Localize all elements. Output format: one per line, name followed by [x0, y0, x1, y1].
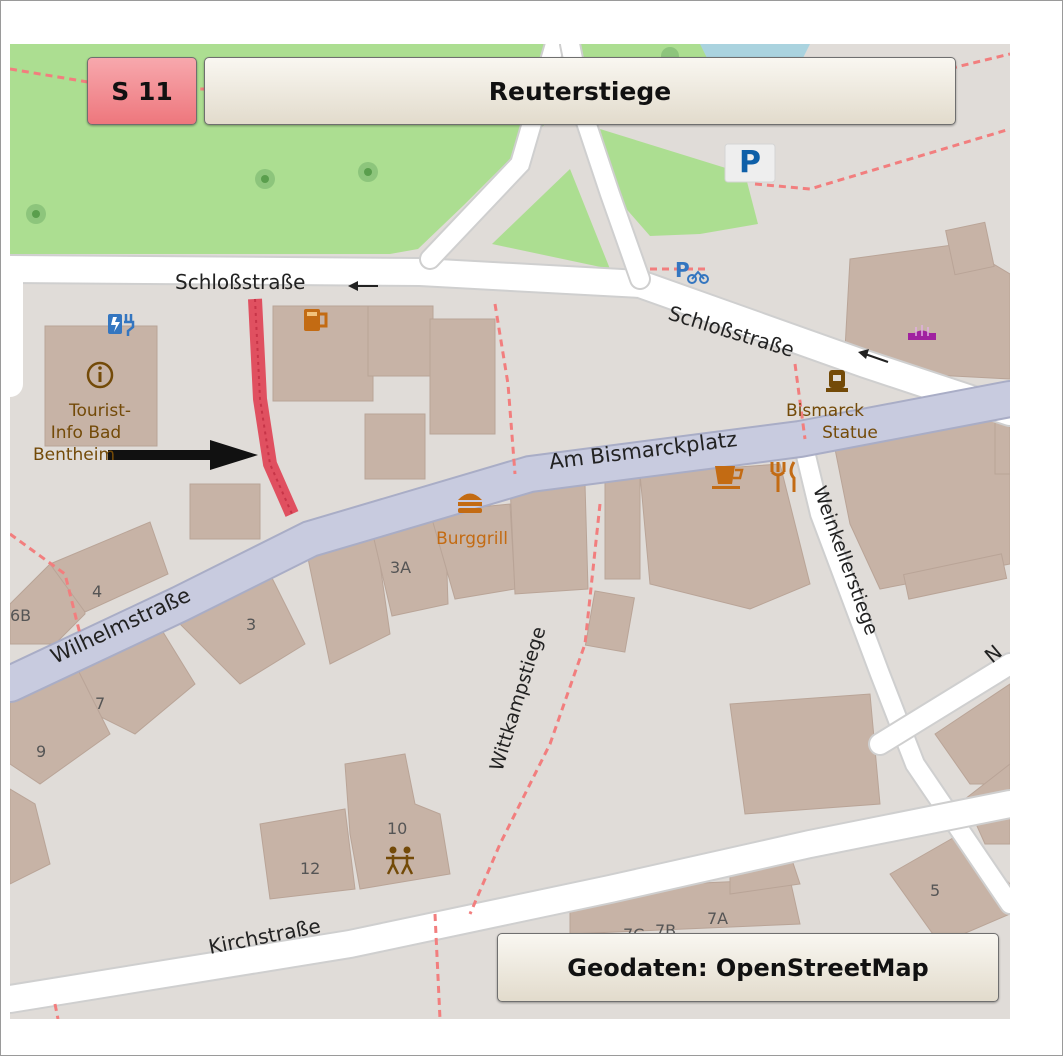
info-circle-icon[interactable]: [86, 361, 114, 389]
street-label-schlossstrasse-west: Schloßstraße: [175, 270, 305, 294]
stop-title-bar: Reuterstiege: [204, 57, 956, 125]
parking-icon[interactable]: P: [739, 145, 761, 180]
parking-lot: [724, 143, 776, 183]
beer-mug-icon[interactable]: [304, 309, 328, 331]
house-number: 7: [95, 694, 105, 713]
map-view[interactable]: Schloßstraße Schloßstraße Am Bismarckpla…: [10, 44, 1010, 1019]
house-number: 4: [92, 582, 102, 601]
house-number: 12: [300, 859, 320, 878]
route-badge: S 11: [87, 57, 197, 125]
house-number: 3A: [390, 558, 411, 577]
poi-label-tourist-info-2: Info Bad: [51, 423, 121, 443]
black-arrow-right-icon: [108, 440, 258, 470]
park-area-east: [600, 129, 758, 236]
ev-charging-icon[interactable]: [108, 314, 135, 336]
monument-icon[interactable]: [826, 370, 848, 392]
stop-title: Reuterstiege: [488, 76, 672, 106]
oneway-arrow-left-icon: [348, 281, 378, 291]
poi-label-tourist-info-1: Tourist-: [68, 401, 131, 421]
poi-label-burggrill: Burggrill: [436, 529, 508, 549]
house-numbers: 6B 4 3A 3 7 9 10 12 7C 7B 7A 5: [10, 558, 940, 944]
house-number: 3: [246, 615, 256, 634]
fork-knife-icon[interactable]: [770, 461, 796, 492]
poi-label-bismarck-1: Bismarck: [786, 401, 864, 421]
house-number: 6B: [10, 606, 31, 625]
svg-text:P: P: [675, 258, 690, 282]
highlighted-stop-path-dashes: [254, 298, 293, 515]
map-canvas: Schloßstraße Schloßstraße Am Bismarckpla…: [10, 44, 1010, 1019]
poi-label-bismarck-2: Statue: [822, 423, 878, 443]
tree-icon-center: [261, 175, 269, 183]
poi-label-tourist-info-3: Bentheim: [33, 445, 115, 465]
oneway-arrow-left-icon: [858, 349, 889, 363]
people-icon[interactable]: [386, 846, 414, 875]
tree-icon-center: [364, 168, 372, 176]
coffee-cup-icon[interactable]: [712, 466, 744, 489]
house-number: 5: [930, 881, 940, 900]
tree-icon-center: [32, 210, 40, 218]
roads: [10, 44, 1010, 1014]
route-badge-label: S 11: [111, 76, 173, 106]
park-triangle: [492, 169, 610, 269]
house-number: 7A: [707, 909, 728, 928]
burger-icon[interactable]: [458, 493, 482, 514]
bread-icon[interactable]: [908, 325, 936, 340]
house-number: 9: [36, 742, 46, 761]
attribution-text: Geodaten: OpenStreetMap: [567, 953, 929, 982]
attribution-box: Geodaten: OpenStreetMap: [497, 933, 999, 1002]
bicycle-parking-icon[interactable]: P: [675, 258, 709, 284]
house-number: 10: [387, 819, 407, 838]
